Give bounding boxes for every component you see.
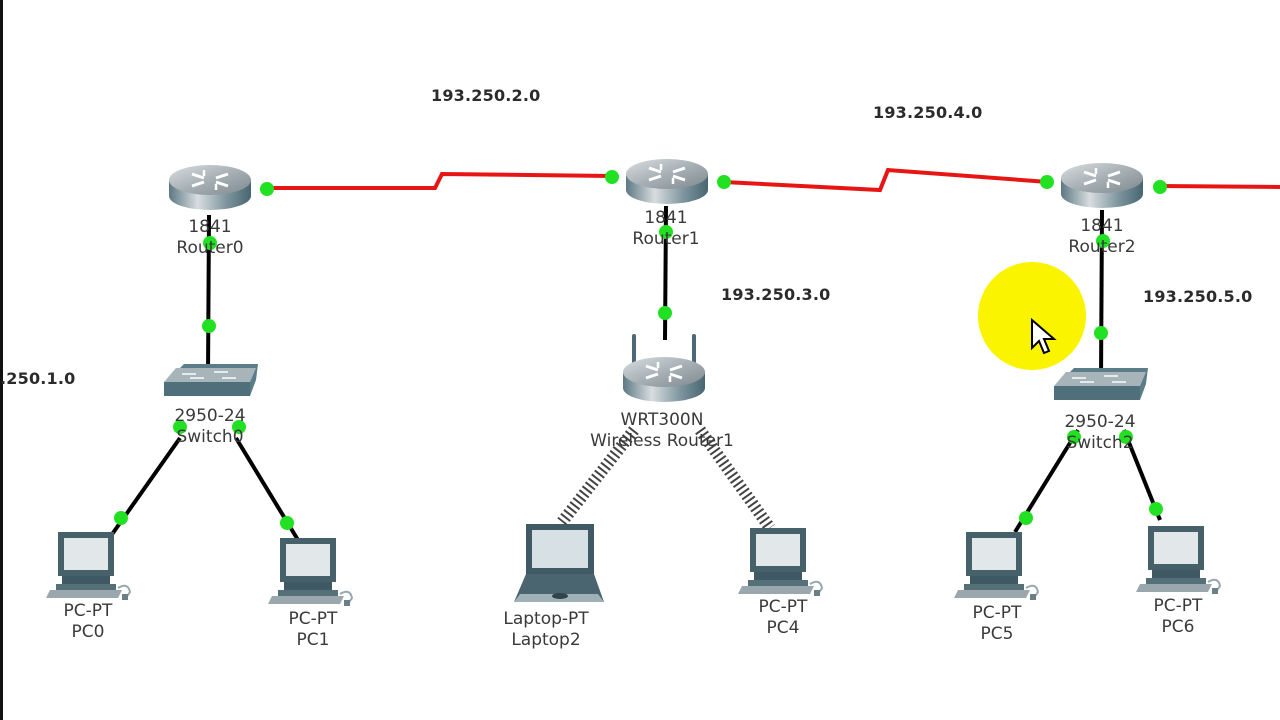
switch0-name: Switch0: [176, 427, 244, 447]
ethernet-link-switch0-pc0[interactable]: [106, 436, 182, 542]
port-up-indicator: [173, 420, 187, 434]
router2-icon[interactable]: [1059, 161, 1145, 210]
wireless-router1-name: Wireless Router1: [590, 431, 734, 451]
network-label-193-250-5-0: 193.250.5.0: [1143, 287, 1253, 306]
pc1-label[interactable]: PC-PT PC1: [289, 609, 338, 651]
port-up-indicator: [605, 170, 619, 184]
port-up-indicator: [260, 182, 274, 196]
pc6-model: PC-PT: [1153, 596, 1203, 616]
port-up-indicator: [1040, 175, 1054, 189]
pc5-model: PC-PT: [972, 603, 1022, 623]
pc4-label[interactable]: PC-PT PC4: [759, 597, 808, 639]
pc6-name: PC6: [1161, 617, 1195, 637]
mouse-pointer-icon: [1031, 318, 1057, 355]
port-up-indicator: [1153, 180, 1167, 194]
port-status-layer: [114, 170, 1167, 530]
port-up-indicator: [659, 225, 673, 239]
port-up-indicator: [1094, 326, 1108, 340]
switch2-icon[interactable]: [1053, 367, 1149, 401]
router1-label[interactable]: 1841 Router1: [632, 208, 699, 250]
router1-model: 1841: [644, 208, 688, 228]
serial-link-router0-router1[interactable]: [265, 171, 613, 190]
port-up-indicator: [1119, 430, 1133, 444]
network-label-193-250-3-0: 193.250.3.0: [721, 285, 831, 304]
port-up-indicator: [203, 236, 217, 250]
network-label-193-250-2-0: 193.250.2.0: [431, 86, 541, 105]
router1-name: Router1: [632, 229, 700, 249]
pc1-model: PC-PT: [288, 609, 338, 629]
wireless-router-icon[interactable]: [623, 334, 705, 402]
port-up-indicator: [232, 420, 246, 434]
router2-model: 1841: [1080, 216, 1124, 236]
pc5-label[interactable]: PC-PT PC5: [973, 603, 1022, 645]
router0-label[interactable]: 1841 Router0: [176, 217, 243, 259]
port-up-indicator: [1067, 430, 1081, 444]
wireless-router1-model: WRT300N: [620, 410, 704, 430]
pc6-label[interactable]: PC-PT PC6: [1154, 596, 1203, 638]
port-up-indicator: [658, 306, 672, 320]
switch0-label[interactable]: 2950-24 Switch0: [174, 406, 245, 448]
router0-model: 1841: [188, 217, 232, 237]
pc6-icon[interactable]: [1135, 525, 1221, 595]
port-up-indicator: [1019, 511, 1033, 525]
router2-name: Router2: [1068, 237, 1136, 257]
wireless-router1-label[interactable]: WRT300N Wireless Router1: [590, 410, 734, 452]
serial-link-router1-router2[interactable]: [723, 167, 1049, 193]
router2-label[interactable]: 1841 Router2: [1068, 216, 1135, 258]
pc0-icon[interactable]: [45, 531, 131, 601]
port-up-indicator: [280, 516, 294, 530]
cursor-highlight: [978, 262, 1086, 370]
pc1-icon[interactable]: [267, 537, 353, 607]
port-up-indicator: [1149, 502, 1163, 516]
pc5-icon[interactable]: [953, 531, 1039, 601]
switch2-label[interactable]: 2950-24 Switch2: [1064, 412, 1135, 454]
pc4-model: PC-PT: [758, 597, 808, 617]
port-up-indicator: [114, 511, 128, 525]
router0-name: Router0: [176, 238, 244, 258]
router1-icon[interactable]: [624, 157, 710, 206]
laptop2-icon[interactable]: [514, 524, 604, 602]
serial-link-router2-offscreen[interactable]: [1157, 184, 1280, 189]
laptop2-label[interactable]: Laptop-PT Laptop2: [503, 609, 588, 651]
network-label-193-250-4-0: 193.250.4.0: [873, 103, 983, 122]
pc0-label[interactable]: PC-PT PC0: [64, 601, 113, 643]
pc5-name: PC5: [980, 624, 1014, 644]
port-up-indicator: [1096, 234, 1110, 248]
pc0-name: PC0: [71, 622, 105, 642]
port-up-indicator: [202, 319, 216, 333]
wireless-link-wrouter1-pc4[interactable]: [695, 426, 775, 532]
port-up-indicator: [717, 175, 731, 189]
switch0-icon[interactable]: [163, 363, 259, 397]
pc4-icon[interactable]: [737, 527, 823, 597]
workspace-border: [0, 0, 3, 720]
switch2-model: 2950-24: [1064, 412, 1136, 432]
switch0-model: 2950-24: [174, 406, 246, 426]
laptop2-name: Laptop2: [511, 630, 581, 650]
pc4-name: PC4: [766, 618, 800, 638]
pc0-model: PC-PT: [63, 601, 113, 621]
pc1-name: PC1: [296, 630, 330, 650]
router0-icon[interactable]: [167, 163, 253, 212]
switch2-name: Switch2: [1066, 433, 1134, 453]
network-label-193-250-1-0: .250.1.0: [0, 369, 76, 388]
laptop2-model: Laptop-PT: [503, 609, 589, 629]
